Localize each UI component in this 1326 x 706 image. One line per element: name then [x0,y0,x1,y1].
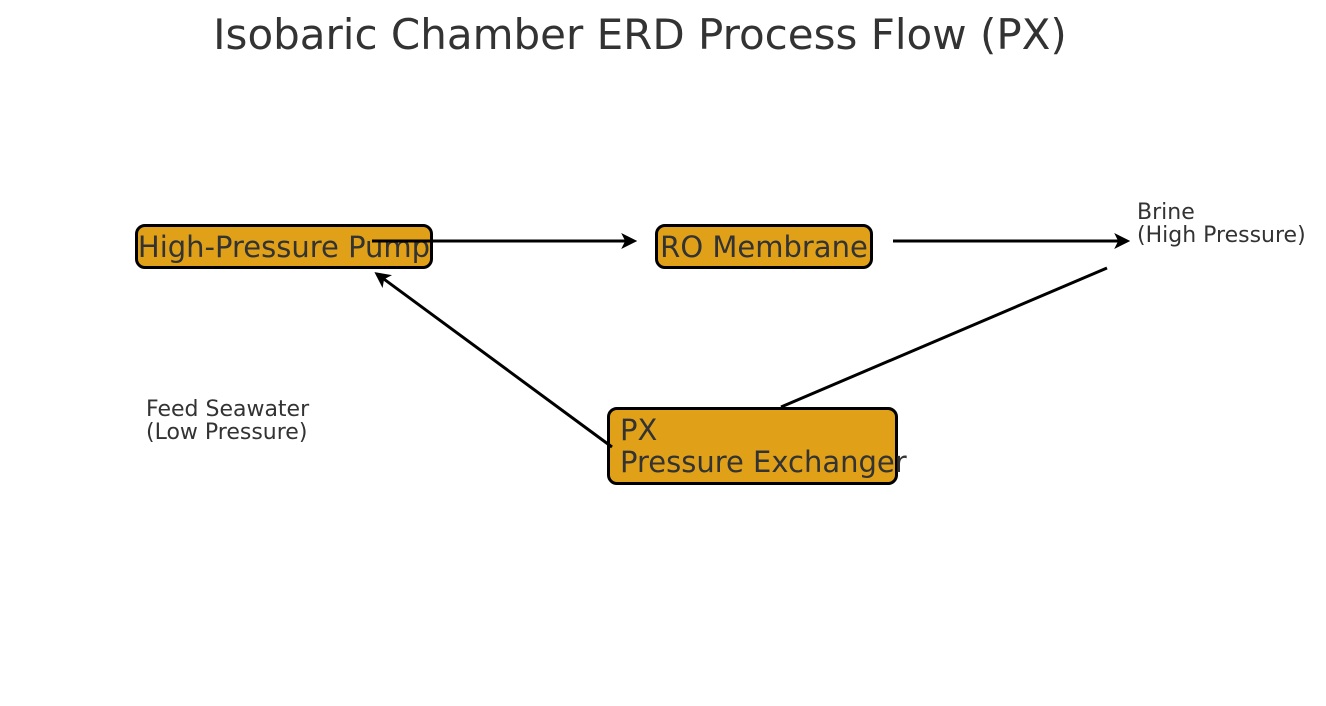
node-high-pressure-pump-label: High-Pressure Pump [137,229,431,264]
node-ro-membrane: RO Membrane [655,224,873,269]
label-brine-line2: (High Pressure) [1137,223,1306,248]
node-ro-membrane-label: RO Membrane [660,229,868,264]
node-px-label-line2: Pressure Exchanger [620,445,907,479]
arrow-px-to-pump [374,272,613,449]
line-brine-to-px [780,266,1108,409]
node-px-label-line1: PX [620,413,658,447]
node-px-pressure-exchanger: PX Pressure Exchanger [607,407,907,485]
label-brine-high-pressure: Brine (High Pressure) [1137,201,1306,247]
node-high-pressure-pump: High-Pressure Pump [135,224,433,269]
label-brine-line1: Brine [1137,200,1195,225]
label-feed-seawater-low-pressure: Feed Seawater (Low Pressure) [146,398,309,444]
label-feed-line2: (Low Pressure) [146,420,308,445]
diagram-title: Isobaric Chamber ERD Process Flow (PX) [213,10,1067,59]
label-feed-line1: Feed Seawater [146,397,310,422]
